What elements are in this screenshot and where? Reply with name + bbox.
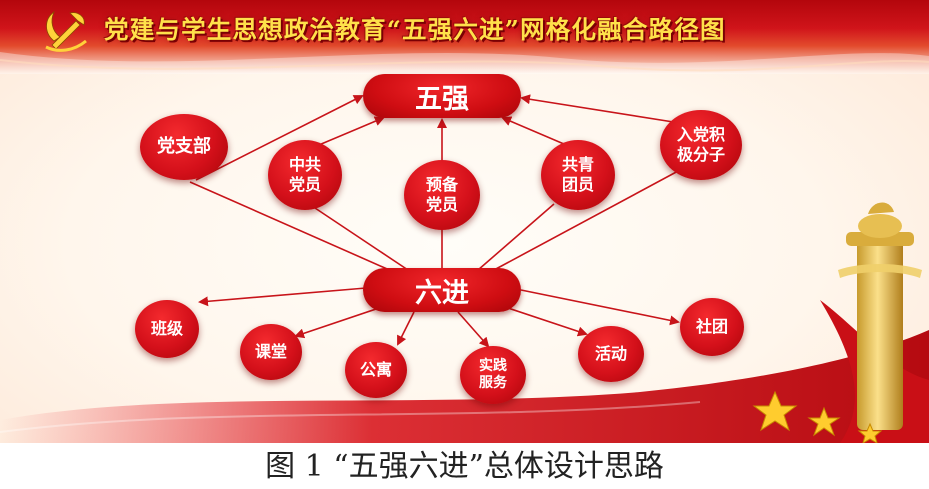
node-dormitory: 公寓 <box>345 342 407 398</box>
figure-caption: 图 1 “五强六进”总体设计思路 <box>265 449 664 484</box>
arrow-bottom-to-classroom <box>294 305 386 339</box>
header-ribbon-decoration <box>0 52 929 74</box>
link-activist-bottom <box>493 169 681 271</box>
link-league-member-bottom <box>477 203 555 271</box>
link-cpc-member-bottom <box>311 205 409 271</box>
arrow-party-branch-to-top <box>195 95 364 181</box>
node-activity: 活动 <box>578 326 644 382</box>
arrow-activist-to-top <box>520 94 687 125</box>
node-activist: 入党积 极分子 <box>660 110 742 180</box>
arrow-bottom-to-practice <box>457 311 490 348</box>
arrow-bottom-to-dormitory <box>397 311 415 346</box>
arrow-bottom-to-activity <box>501 305 588 337</box>
bottom-hub-six-enter: 六进 <box>363 268 521 312</box>
node-league-member: 共青 团员 <box>541 140 615 210</box>
node-classroom: 课堂 <box>240 324 302 380</box>
node-cpc-member: 中共 党员 <box>268 140 342 210</box>
header-title: 党建与学生思想政治教育“五强六进”网格化融合路径图 <box>104 15 726 44</box>
link-party-branch-bottom <box>189 181 395 273</box>
node-party-branch: 党支部 <box>140 114 228 180</box>
huabiao-pillar-icon <box>838 202 922 430</box>
node-club: 社团 <box>680 298 744 356</box>
party-emblem-icon <box>45 10 87 52</box>
arrow-bottom-to-club <box>520 289 680 326</box>
top-hub-five-strong: 五强 <box>363 74 521 118</box>
node-practice-service: 实践 服务 <box>460 346 526 404</box>
node-class: 班级 <box>135 300 199 358</box>
diagram-poster: 党建与学生思想政治教育“五强六进”网格化融合路径图 <box>0 0 929 443</box>
node-probationary-member: 预备 党员 <box>404 160 480 230</box>
arrow-bottom-to-class <box>198 287 367 307</box>
star-icon <box>752 390 883 443</box>
decoration-layer <box>0 202 929 443</box>
